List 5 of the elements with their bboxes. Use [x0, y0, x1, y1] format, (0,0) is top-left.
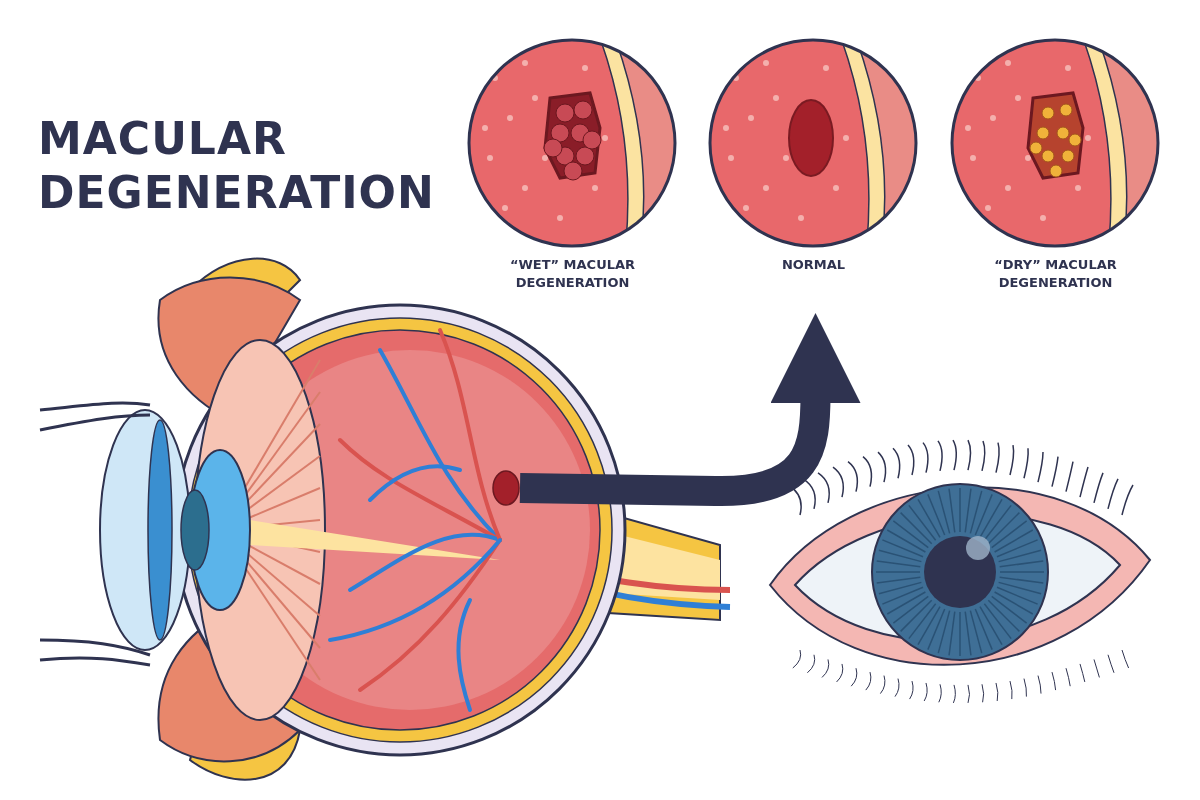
arrow: [519, 313, 861, 506]
title: MACULAR DEGENERATION: [38, 112, 436, 220]
node-label: NORMAL: [780, 256, 847, 274]
node-label: “DRY” MACULAR DEGENERATION: [993, 256, 1118, 292]
node-label: “WET” MACULAR DEGENERATION: [508, 256, 637, 292]
